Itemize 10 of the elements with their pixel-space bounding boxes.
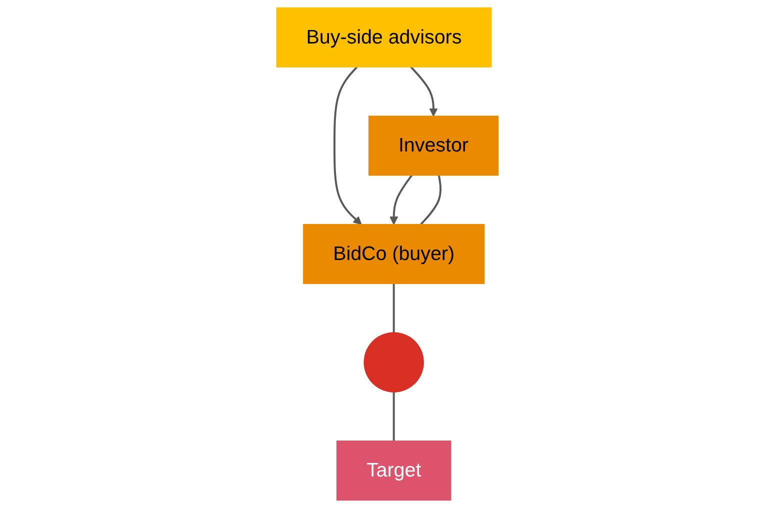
- arrow: [390, 174, 413, 225]
- connector: [392, 392, 395, 442]
- node-box: BidCo (buyer): [303, 224, 485, 284]
- arrow: [410, 66, 438, 117]
- connector: [420, 175, 442, 226]
- node-box: Buy-side advisors: [276, 7, 492, 68]
- node-box: Investor: [368, 116, 499, 176]
- arrow: [334, 66, 362, 225]
- connector: [392, 284, 395, 333]
- node-box: Target: [336, 440, 452, 501]
